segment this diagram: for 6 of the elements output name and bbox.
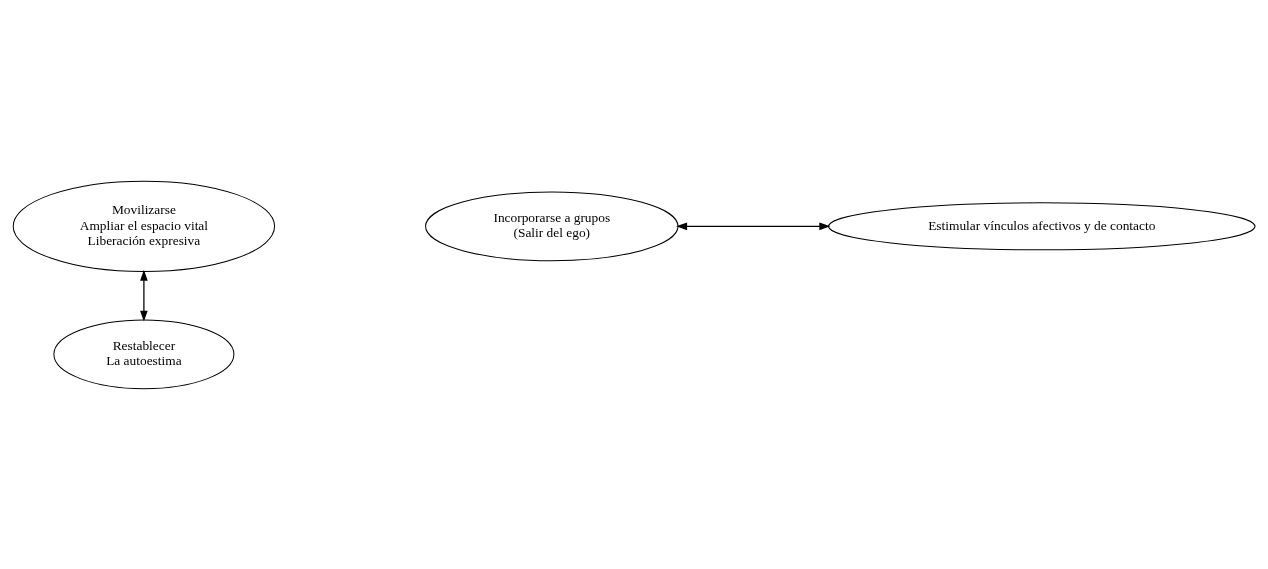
arrow — [676, 222, 831, 230]
node-ellipse: Incorporarse a grupos (Salir del ego) — [425, 191, 679, 261]
node-ellipse: Estimular vínculos afectivos y de contacto — [828, 201, 1256, 250]
node-ellipse: Restablecer La autoestima — [53, 318, 235, 389]
node-ellipse: Movilizarse Ampliar el espacio vital Liberación expresiva — [12, 180, 276, 272]
arrow — [140, 269, 148, 322]
